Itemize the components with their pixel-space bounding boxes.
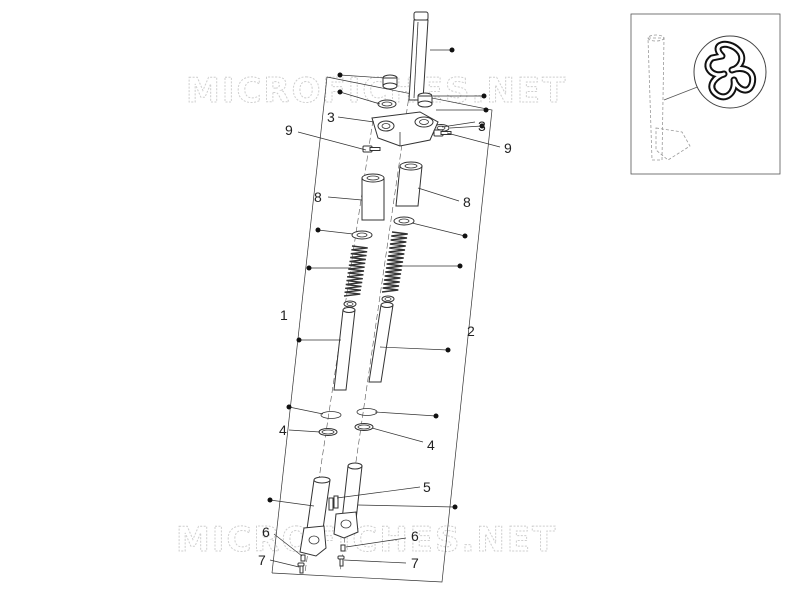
callout-9-left: 9	[285, 122, 293, 138]
inset-fork-sketch	[647, 34, 701, 161]
drain-screw-right	[337, 555, 345, 567]
callout-6-left: 6	[262, 524, 270, 540]
callout-3-right: 3	[478, 118, 486, 134]
watermark-bottom: MICROFICHES.NET	[176, 520, 557, 560]
callout-6-right: 6	[411, 528, 419, 544]
lower-leg-right	[333, 462, 363, 539]
steering-stem	[408, 11, 429, 101]
inner-tube-right	[368, 302, 394, 383]
circlip-right	[354, 423, 374, 431]
inner-tube-left	[333, 307, 356, 391]
fork-spring-right	[381, 231, 408, 293]
callout-7-left: 7	[258, 552, 266, 568]
top-nut-right	[417, 92, 433, 108]
bolt-left	[300, 554, 306, 562]
callout-8-left: 8	[314, 189, 322, 205]
callout-7-right: 7	[411, 555, 419, 571]
seal-ring-left	[320, 411, 342, 419]
bolt-right	[340, 544, 346, 552]
callout-4-right: 4	[427, 437, 435, 453]
bracket-screw-right	[433, 129, 452, 137]
bearing-ring-left	[377, 99, 397, 109]
callout-3-left: 3	[327, 109, 335, 125]
spring-cap-right	[393, 216, 415, 226]
leg-screw	[328, 495, 339, 511]
callout-2: 2	[467, 323, 475, 339]
spring-cap-left	[351, 230, 373, 240]
callout-1: 1	[280, 307, 288, 323]
inset-panel	[630, 13, 781, 175]
circlip-left	[318, 428, 338, 436]
fork-tube-top-left	[361, 173, 385, 221]
seal-ring-right	[356, 408, 378, 416]
bullet-markers	[267, 47, 489, 510]
frame-left-edge	[271, 76, 328, 574]
top-nut-left	[382, 74, 398, 90]
fork-spring-left	[343, 245, 368, 297]
bracket-screw-left	[362, 145, 381, 153]
spring-seat-left	[343, 300, 357, 308]
fork-tube-top-right	[395, 161, 423, 207]
lower-crown-bracket	[371, 111, 439, 147]
spring-seat-right	[381, 295, 395, 303]
callout-5: 5	[423, 479, 431, 495]
watermark-top: MICROFICHES.NET	[186, 71, 567, 111]
callout-9-right: 9	[504, 140, 512, 156]
quality-trefoil-icon	[704, 40, 757, 101]
callout-4-left: 4	[279, 422, 287, 438]
callout-8-right: 8	[463, 194, 471, 210]
lower-leg-left	[299, 476, 331, 557]
drain-screw-left	[297, 562, 305, 574]
callout-leaders	[269, 116, 501, 568]
